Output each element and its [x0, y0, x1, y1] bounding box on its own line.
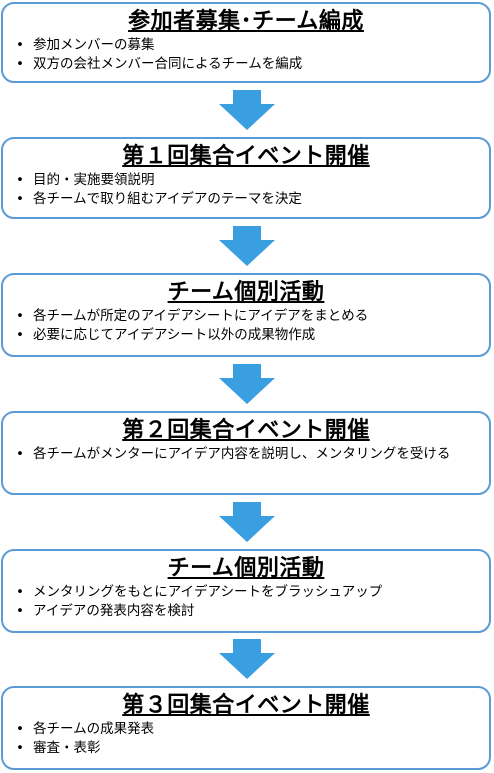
down-arrow-icon [219, 226, 275, 266]
bullet-list: 参加メンバーの募集 双方の会社メンバー合同によるチームを編成 [3, 36, 489, 74]
step-title: 参加者募集･チーム編成 [128, 9, 364, 34]
bullet-item: メンタリングをもとにアイデアシートをブラッシュアップ [15, 583, 483, 602]
bullet-item: 審査・表彰 [15, 739, 483, 758]
step-title: 第３回集合イベント開催 [122, 693, 370, 718]
down-arrow-icon [219, 639, 275, 679]
bullet-item: 各チームの成果発表 [15, 720, 483, 739]
bullet-item: 双方の会社メンバー合同によるチームを編成 [15, 55, 483, 74]
bullet-list: 各チームが所定のアイデアシートにアイデアをまとめる 必要に応じてアイデアシート以… [3, 307, 489, 345]
step-box-4: 第２回集合イベント開催 各チームがメンターにアイデア内容を説明し、メンタリングを… [1, 411, 491, 495]
bullet-item: アイデアの発表内容を検討 [15, 602, 483, 621]
bullet-item: 各チームが所定のアイデアシートにアイデアをまとめる [15, 307, 483, 326]
down-arrow-icon [219, 364, 275, 404]
step-title: 第２回集合イベント開催 [122, 418, 370, 443]
bullet-item: 目的・実施要領説明 [15, 171, 483, 190]
bullet-list: 各チームの成果発表 審査・表彰 [3, 720, 489, 758]
bullet-list: メンタリングをもとにアイデアシートをブラッシュアップ アイデアの発表内容を検討 [3, 583, 489, 621]
bullet-item: 参加メンバーの募集 [15, 36, 483, 55]
bullet-list: 目的・実施要領説明 各チームで取り組むアイデアのテーマを決定 [3, 171, 489, 209]
bullet-list: 各チームがメンターにアイデア内容を説明し、メンタリングを受ける [3, 445, 489, 464]
step-box-2: 第１回集合イベント開催 目的・実施要領説明 各チームで取り組むアイデアのテーマを… [1, 137, 491, 219]
bullet-item: 各チームがメンターにアイデア内容を説明し、メンタリングを受ける [15, 445, 483, 464]
down-arrow-icon [219, 502, 275, 542]
step-box-3: チーム個別活動 各チームが所定のアイデアシートにアイデアをまとめる 必要に応じて… [1, 273, 491, 357]
step-box-6: 第３回集合イベント開催 各チームの成果発表 審査・表彰 [1, 686, 491, 770]
bullet-item: 各チームで取り組むアイデアのテーマを決定 [15, 190, 483, 209]
bullet-item: 必要に応じてアイデアシート以外の成果物作成 [15, 326, 483, 345]
down-arrow-icon [219, 90, 275, 130]
step-box-1: 参加者募集･チーム編成 参加メンバーの募集 双方の会社メンバー合同によるチームを… [1, 2, 491, 83]
step-title: チーム個別活動 [167, 556, 325, 581]
step-box-5: チーム個別活動 メンタリングをもとにアイデアシートをブラッシュアップ アイデアの… [1, 549, 491, 633]
step-title: チーム個別活動 [167, 280, 325, 305]
step-title: 第１回集合イベント開催 [122, 144, 370, 169]
